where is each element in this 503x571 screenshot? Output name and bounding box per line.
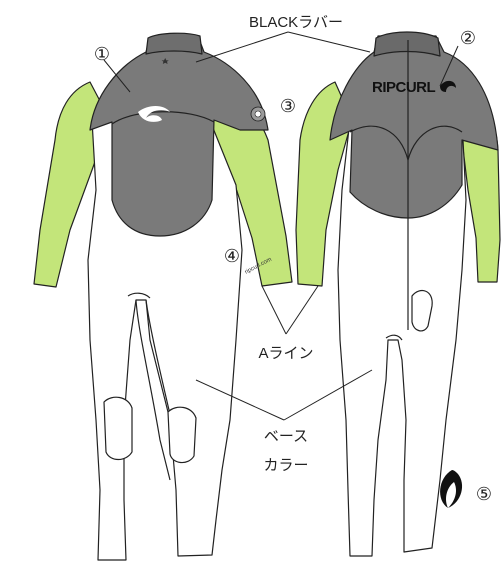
label-base-color-2: カラー: [263, 457, 308, 474]
front-right-knee: [168, 407, 196, 462]
marker-2: ②: [460, 28, 476, 49]
leg-logo-icon: [440, 470, 462, 508]
label-base-color-1: ベース: [264, 428, 308, 445]
back-brand-logo: RIPCURL: [372, 79, 436, 96]
label-a-line: Aライン: [258, 345, 313, 362]
front-left-knee: [104, 397, 132, 459]
marker-3: ③: [280, 96, 296, 117]
marker-4: ④: [224, 246, 240, 267]
marker-1: ①: [94, 44, 110, 65]
back-wetsuit: [296, 32, 500, 556]
label-black-rubber: BLACKラバー: [249, 14, 343, 31]
front-collar: [146, 33, 202, 54]
marker-5: ⑤: [476, 484, 492, 505]
